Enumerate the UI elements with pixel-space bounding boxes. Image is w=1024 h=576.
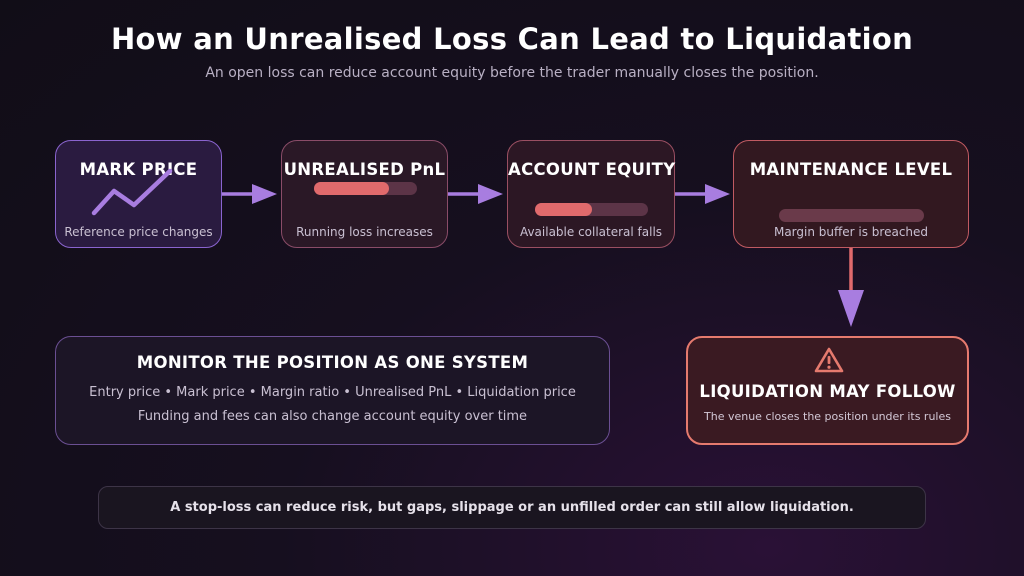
arrow-pnl-to-equity	[448, 184, 503, 204]
price-trend-icon	[91, 168, 173, 216]
step-caption: Margin buffer is breached	[773, 225, 929, 239]
monitor-note: Funding and fees can also change account…	[137, 409, 528, 424]
page-title: How an Unrealised Loss Can Lead to Liqui…	[110, 22, 914, 56]
monitor-panel: MONITOR THE POSITION AS ONE SYSTEM Entry…	[55, 336, 610, 445]
equity-bar	[535, 203, 648, 216]
step-mark-price: MARK PRICE Reference price changes	[55, 140, 222, 248]
liquidation-box: LIQUIDATION MAY FOLLOW The venue closes …	[686, 336, 969, 445]
warning-icon	[814, 347, 844, 373]
step-caption: Running loss increases	[296, 225, 433, 239]
arrow-equity-to-maintenance	[675, 184, 730, 204]
step-caption: Available collateral falls	[519, 225, 663, 239]
pnl-loss-bar-fill	[314, 182, 390, 195]
step-account-equity: ACCOUNT EQUITY Available collateral fall…	[507, 140, 675, 248]
margin-buffer-bar	[779, 209, 924, 222]
monitor-title: MONITOR THE POSITION AS ONE SYSTEM	[136, 353, 529, 372]
page-subtitle: An open loss can reduce account equity b…	[205, 65, 819, 81]
monitor-metrics: Entry price • Mark price • Margin ratio …	[89, 385, 576, 400]
step-title: MAINTENANCE LEVEL	[749, 160, 953, 179]
liquidation-title: LIQUIDATION MAY FOLLOW	[699, 382, 956, 401]
arrow-mark-to-pnl	[222, 184, 277, 204]
step-title: ACCOUNT EQUITY	[508, 160, 676, 179]
step-unrealised-pnl: UNREALISED PnL Running loss increases	[281, 140, 448, 248]
stop-loss-note: A stop-loss can reduce risk, but gaps, s…	[98, 486, 926, 529]
liquidation-caption: The venue closes the position under its …	[704, 410, 951, 423]
equity-bar-fill	[535, 203, 592, 216]
step-caption: Reference price changes	[64, 225, 213, 239]
arrow-maintenance-to-liquidation	[838, 248, 864, 327]
pnl-loss-bar	[314, 182, 417, 195]
step-maintenance-level: MAINTENANCE LEVEL Margin buffer is breac…	[733, 140, 969, 248]
step-title: UNREALISED PnL	[283, 160, 446, 179]
